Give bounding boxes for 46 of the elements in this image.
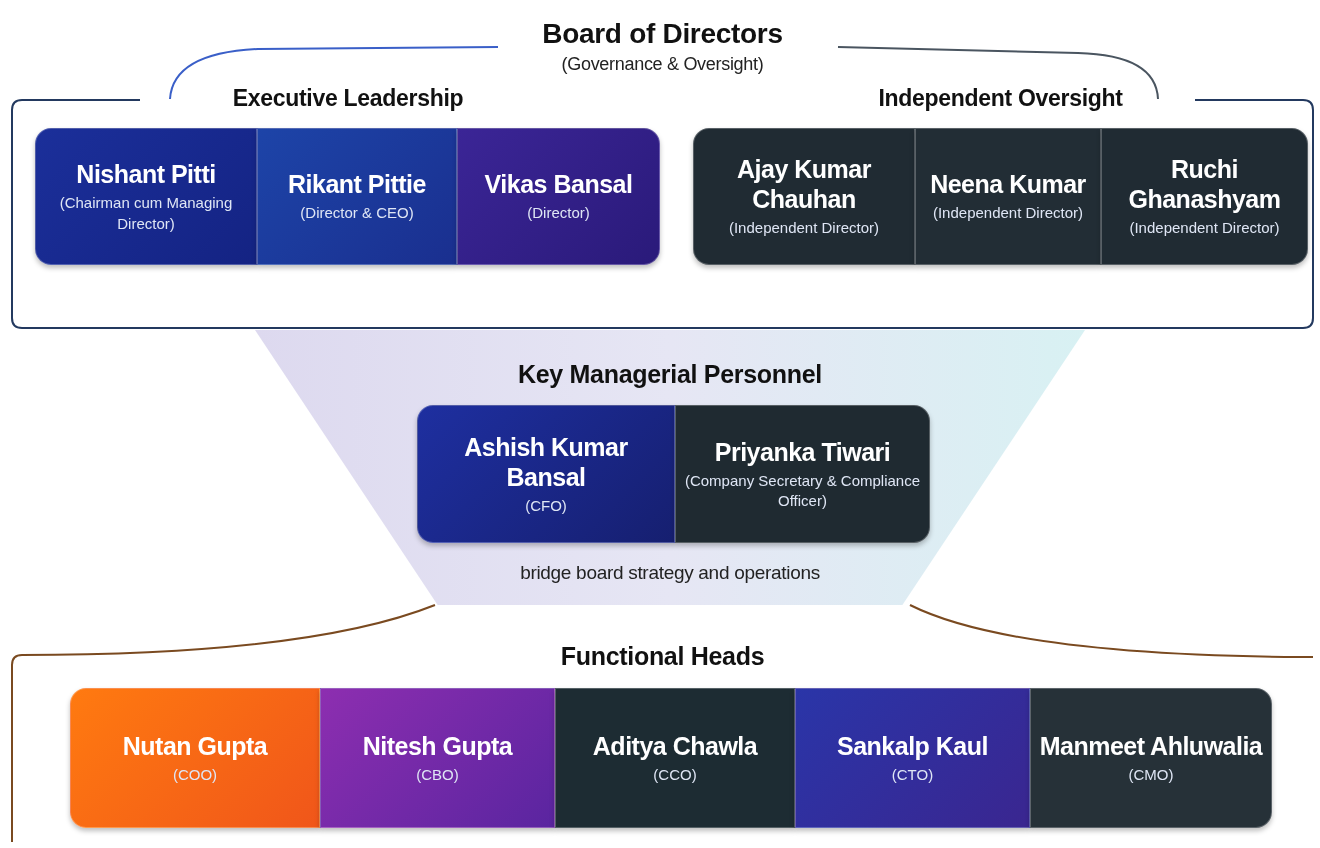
person-card [1030,688,1272,828]
group-heading: Executive Leadership [232,85,464,112]
person-card [693,128,915,265]
role-text: (Chairman cum Managing Director) [58,193,234,234]
person-card [675,405,930,543]
person-name: Priyanka Tiwari [714,436,891,467]
panel-heading: Board of Directors [542,18,783,50]
role-text: (Independent Director) [932,203,1084,224]
section-heading: Key Managerial Personnel [518,360,822,389]
person-card [70,688,320,828]
person-card [35,128,257,265]
caption-text: bridge board strategy and operations [520,562,820,584]
person-name: Nishant Pitti [76,159,216,190]
role-text: (CFO) [525,495,567,516]
person-card [915,128,1101,265]
role-text: (Director & CEO) [300,203,414,224]
person-name: Aditya Chawla [592,730,758,761]
person-card [1101,128,1308,265]
role-text: (Director) [527,203,590,224]
section-heading: Functional Heads [560,642,765,671]
person-name: Ajay Kumar Chauhan [736,154,872,215]
person-name: Ruchi Ghanashyam [1127,154,1282,215]
role-text: (COO) [172,764,218,785]
person-name: Manmeet Ahluwalia [1039,730,1263,761]
person-card [417,405,675,543]
person-card [457,128,660,265]
role-text: (CTO) [891,764,934,785]
person-card [320,688,555,828]
role-text: (Independent Director) [1129,218,1280,239]
role-text: (CMO) [1128,764,1174,785]
person-name: Sankalp Kaul [837,730,988,761]
person-name: Nitesh Gupta [362,730,513,761]
group-heading: Independent Oversight [878,85,1123,112]
person-card [795,688,1030,828]
person-name: Neena Kumar [930,169,1086,200]
role-text: (Company Secretary & Compliance Officer) [684,470,921,511]
person-name: Vikas Bansal [484,169,633,200]
person-name: Ashish Kumar Bansal [463,431,629,492]
role-text: (CCO) [653,764,697,785]
person-card [555,688,795,828]
role-text: (Independent Director) [728,218,880,239]
person-card [257,128,457,265]
panel-subheading: (Governance & Oversight) [561,54,764,75]
person-name: Rikant Pittie [288,169,426,200]
person-name: Nutan Gupta [122,730,268,761]
role-text: (CBO) [416,764,459,785]
